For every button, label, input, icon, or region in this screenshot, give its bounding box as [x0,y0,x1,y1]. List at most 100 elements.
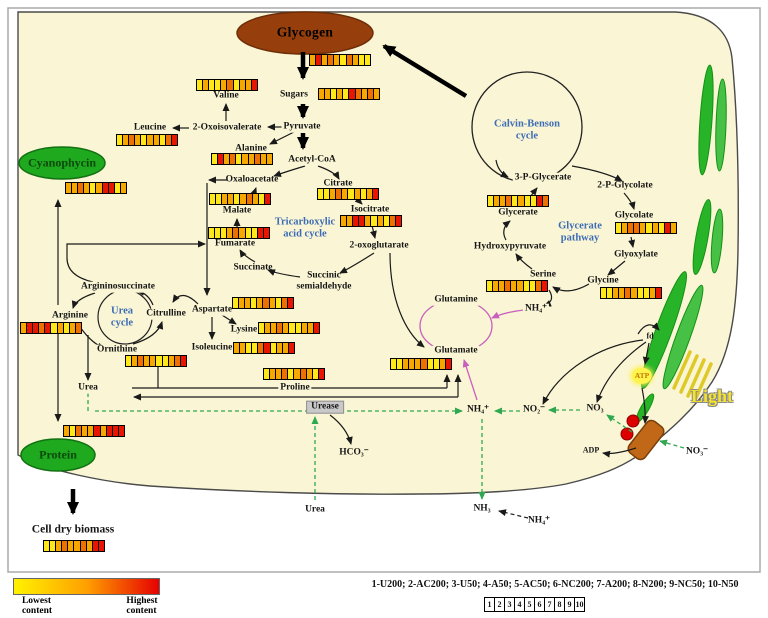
heatmap-cell [64,426,71,436]
heatmap-cell [264,343,271,353]
heatmap-cell [246,343,253,353]
heatmap-cell [68,541,75,551]
heatmap-cell [349,89,356,99]
heatmap-cell [270,369,277,379]
heatmap-cell [360,189,367,199]
heatmap-cell [499,281,506,291]
leucine-label: Leucine [133,122,167,133]
heatmap-cell [240,194,247,204]
protein-oval [20,438,96,472]
heatmap-cell [248,154,255,164]
heatmap-cell [607,288,614,298]
cyanophycin-oval [18,146,106,180]
heatmap-cell [132,356,139,366]
heatmap-cell [282,343,289,353]
urea-label: Urea [76,382,100,394]
heatmap-cell [347,216,354,226]
heatmap-cell [310,55,317,65]
heatmap-cell [409,359,416,369]
heatmap-arginine [20,322,82,334]
heatmap-cell [88,426,95,436]
heatmap-cell [33,323,40,333]
heatmap-cell [359,216,366,226]
heatmap-cell [50,541,57,551]
heatmap-cell [366,189,373,199]
p2-glycolate-label: 2-P-Glycolate [597,180,653,191]
heatmap-cell [373,89,379,99]
heatmap-cell [75,323,81,333]
heatmap-isoleucine [233,342,295,354]
sample-number-10: 10 [574,597,585,612]
heatmap-cell [523,281,530,291]
heatmap-cell [306,369,313,379]
heatmap-cell [234,194,241,204]
heatmap-cell [312,369,319,379]
sugars-label: Sugars [278,89,310,101]
nh4-bottom-label: NH₄⁺ [527,515,551,526]
heatmap-cell [628,223,635,233]
heatmap-cell [203,80,210,90]
heatmap-cell [266,154,272,164]
heatmap-cell [258,194,265,204]
light-rays-icon [672,350,713,402]
glycine-label: Glycine [587,275,619,286]
heatmap-cell [96,183,103,193]
malate-label: Malate [222,205,252,216]
calvin-benson-label: Calvin-Benson cycle [494,118,560,141]
nitrate-transporter-icon [627,419,665,461]
heatmap-cell [403,359,410,369]
heatmap-cell [383,216,390,226]
no2-label: NO₂⁻ [520,404,548,416]
oxoisovalerate-label: 2-Oxoisovalerate [192,122,262,133]
heatmap-cell [330,189,337,199]
heatmap-malate [209,193,271,205]
nh4-center-label: NH₄⁺ [464,404,492,416]
heatmap-cell [389,216,396,226]
heatmap-cell [646,223,653,233]
heatmap-cell [171,135,177,145]
heatmap-cell [147,135,154,145]
heatmap-cell [341,216,348,226]
protein-label: Protein [39,447,77,462]
heatmap-cell [62,541,69,551]
heatmap-cell [340,55,347,65]
atp-label: ATP [631,367,653,385]
heatmap-cell [325,89,332,99]
heatmap-isocitrate [340,215,402,227]
adp-label: ADP [582,445,600,455]
heatmap-cell [126,356,133,366]
heatmap-cell [239,80,246,90]
ammonium-assimilation-arrows [462,309,525,401]
heatmap-cell [118,426,124,436]
heatmap-cell [215,228,222,238]
heatmap-cell [287,298,293,308]
heatmap-cell [518,196,525,206]
heatmap-cell [112,426,119,436]
heatmap-glycolate [615,222,677,234]
heatmap-cell [230,154,237,164]
heatmap-cell [150,356,157,366]
heatmap-cell [264,369,271,379]
heatmap-cell [240,343,247,353]
acetyl-coa-label: Acetyl-CoA [286,154,338,166]
heatmap-cell [616,223,623,233]
heatmap-cell [318,189,325,199]
heatmap-cell [251,228,258,238]
tca-cycle-label: Tricarboxylic acid cycle [274,216,336,239]
heatmap-cell [270,343,277,353]
cyanophycin-label: Cyanophycin [27,155,97,170]
isocitrate-label: Isocitrate [348,204,392,216]
heatmap-cell [295,323,302,333]
heatmap-cell [222,194,229,204]
heatmap-proline [263,368,325,380]
heatmap-cell [259,323,266,333]
heatmap-cell [358,55,365,65]
heatmap-cell [535,281,542,291]
heatmap-cell [120,183,126,193]
heatmap-cell [212,154,219,164]
no3-inner-label: NO₃ [584,403,606,415]
heatmap-cell [294,369,301,379]
cell-dry-biomass-label: Cell dry biomass [31,523,115,536]
heatmap-valine [196,79,258,91]
